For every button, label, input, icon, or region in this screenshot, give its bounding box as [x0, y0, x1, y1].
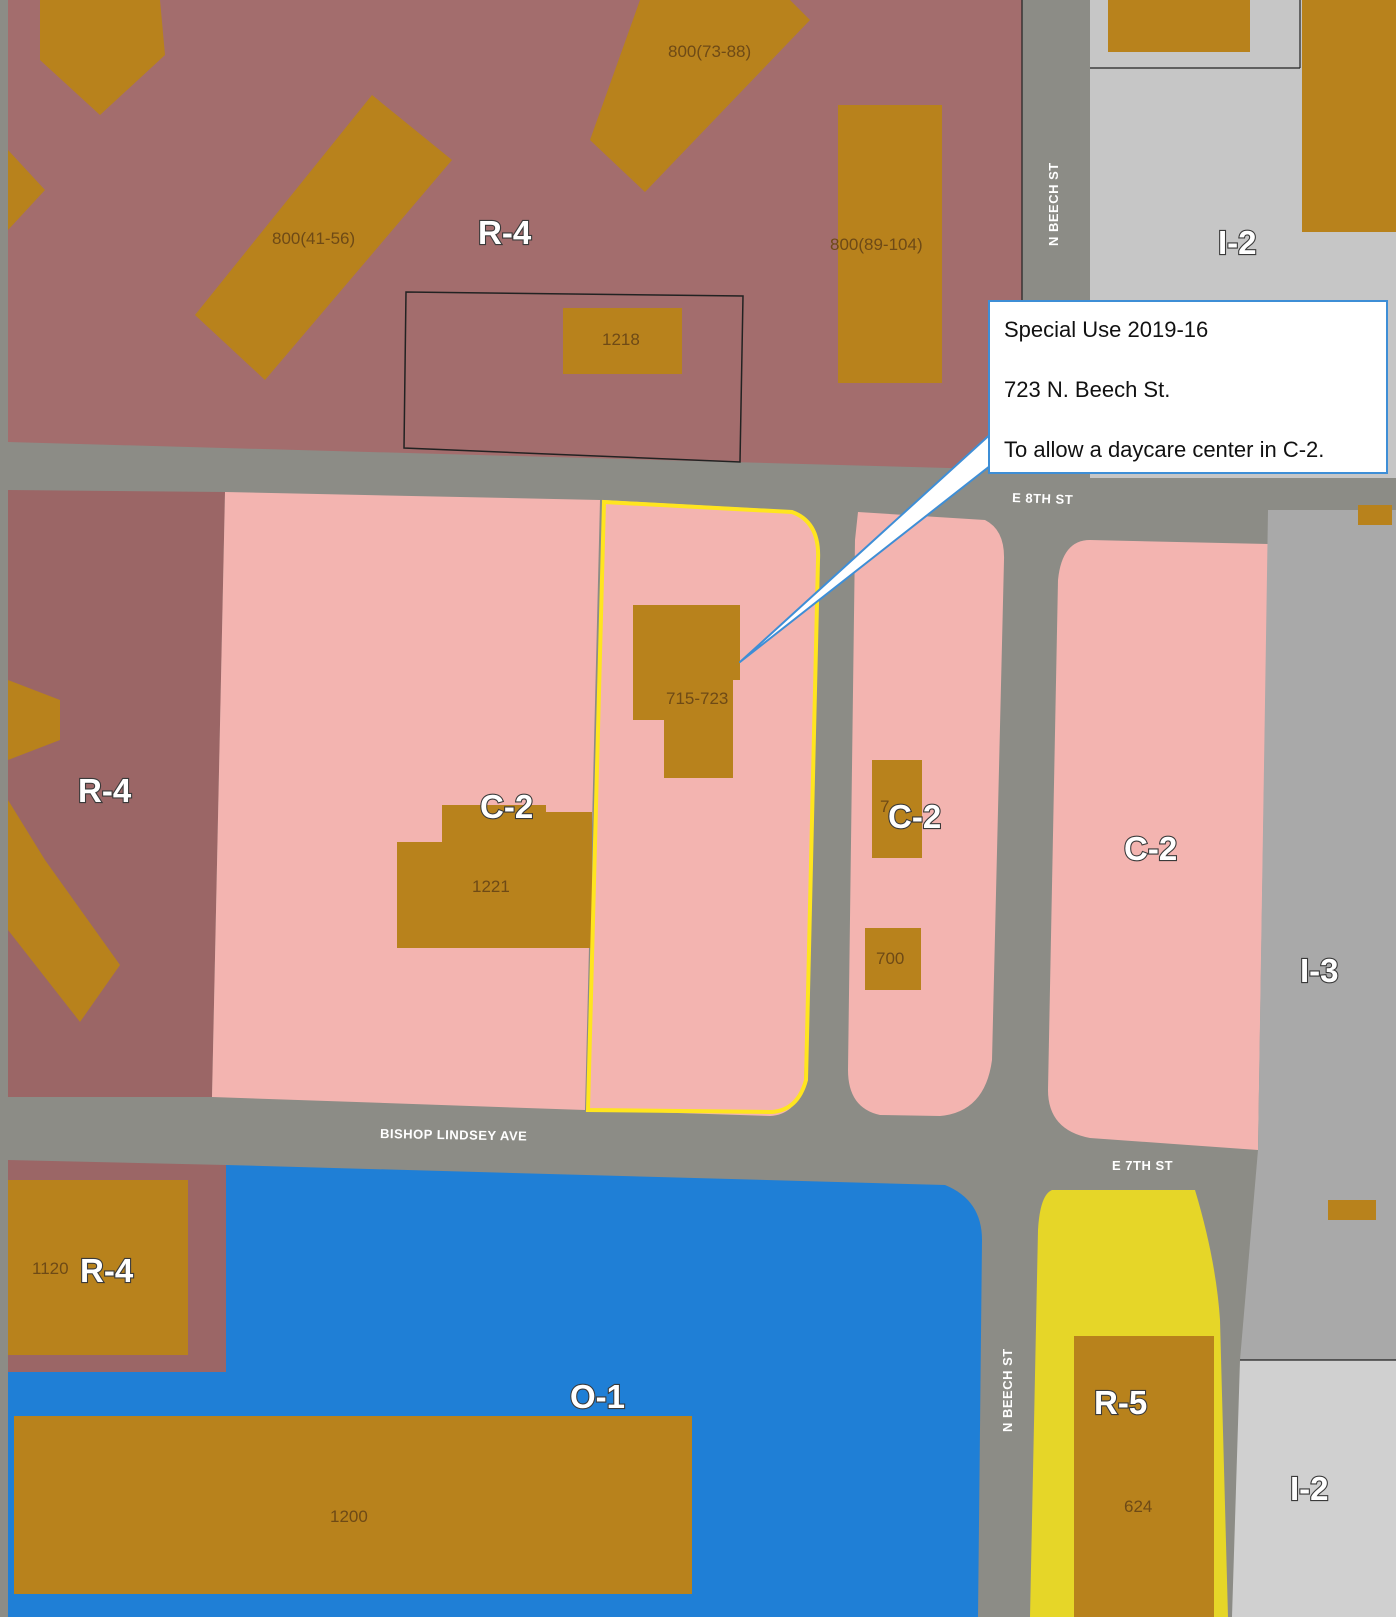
zone-label-r4-west: R-4 — [78, 772, 132, 809]
parcel-label-800-73-88: 800(73-88) — [668, 42, 751, 61]
building-1221 — [397, 805, 592, 948]
building-ne-2 — [1302, 0, 1396, 232]
building-west-r4-2 — [8, 800, 120, 1022]
parcel-label-1218: 1218 — [602, 330, 640, 349]
building-800-89-104 — [838, 105, 942, 383]
zone-i3-east — [1240, 510, 1396, 1360]
zone-label-c2-east: C-2 — [1124, 830, 1177, 867]
building-i3-small — [1328, 1200, 1376, 1220]
parcel-label-partial-7: 7 — [880, 797, 889, 816]
zone-label-o1: O-1 — [570, 1378, 625, 1415]
zone-label-i2-northeast: I-2 — [1218, 224, 1257, 261]
parcel-label-1120: 1120 — [32, 1259, 69, 1278]
parcel-label-700: 700 — [876, 949, 904, 968]
zone-label-r4-north: R-4 — [478, 214, 532, 251]
street-label-n-beech-north: N BEECH ST — [1046, 162, 1061, 246]
building-715-723 — [633, 605, 740, 778]
parcel-label-800-41-56: 800(41-56) — [272, 229, 355, 248]
zone-i2-southeast — [1232, 1360, 1396, 1617]
zone-label-i2-southeast: I-2 — [1290, 1470, 1329, 1507]
parcel-label-1221: 1221 — [472, 877, 510, 896]
subject-parcel-outline[interactable] — [585, 499, 821, 1115]
parcel-label-800-89-104: 800(89-104) — [830, 235, 923, 254]
parcel-label-715-723: 715-723 — [666, 689, 728, 708]
building-700 — [865, 928, 921, 990]
street-label-e-7th: E 7TH ST — [1112, 1158, 1173, 1173]
zone-label-r5: R-5 — [1094, 1384, 1147, 1421]
zone-label-c2-middle: C-2 — [888, 798, 941, 835]
zone-label-c2-west: C-2 — [480, 788, 533, 825]
street-label-n-beech-south: N BEECH ST — [1000, 1348, 1015, 1432]
building-1218 — [563, 308, 682, 374]
zone-c2-west — [212, 492, 600, 1110]
parcel-label-624: 624 — [1124, 1497, 1152, 1516]
building-west-r4 — [8, 680, 60, 760]
parcel-boundary-1218 — [403, 291, 744, 463]
building-ne-small — [1358, 505, 1392, 525]
building-west-edge-1 — [8, 150, 45, 230]
building-nw-corner — [40, 0, 165, 115]
callout-case-number: Special Use 2019-16 — [1004, 317, 1209, 342]
zone-c2-subject — [587, 500, 819, 1116]
building-partial-7 — [872, 760, 922, 858]
special-use-callout: Special Use 2019-16 723 N. Beech St. To … — [988, 300, 1388, 474]
parcel-label-1200: 1200 — [330, 1507, 368, 1526]
street-label-e-8th: E 8TH ST — [1012, 490, 1074, 507]
building-ne — [1108, 0, 1250, 52]
building-1200 — [14, 1416, 692, 1594]
zone-label-r4-southwest: R-4 — [80, 1252, 134, 1289]
zone-c2-east — [1048, 540, 1268, 1150]
building-800-41-56 — [195, 95, 452, 380]
street-label-bishop-lindsey: BISHOP LINDSEY AVE — [380, 1126, 527, 1144]
callout-purpose: To allow a daycare center in C-2. — [1004, 437, 1325, 462]
zone-label-i3-east: I-3 — [1300, 952, 1339, 989]
building-1120 — [8, 1180, 188, 1355]
callout-address: 723 N. Beech St. — [1004, 377, 1171, 402]
building-800-73-88 — [590, 0, 810, 192]
building-624 — [1074, 1336, 1214, 1617]
